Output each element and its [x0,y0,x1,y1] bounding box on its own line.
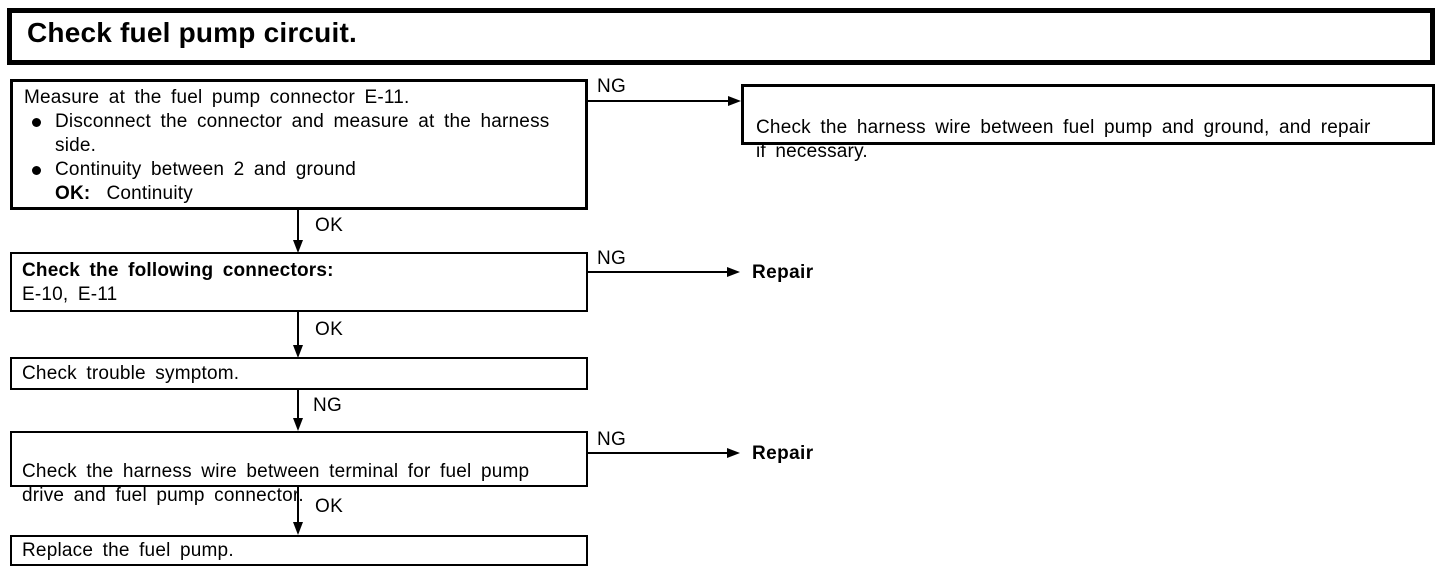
box-check-trouble-symptom: Check trouble symptom. [10,357,588,390]
step5-text: Replace the fuel pump. [22,540,234,561]
step1-bullet-2: Continuity between 2 and ground [55,159,357,180]
arrow-right-icon [727,448,740,458]
box-check-harness-fuel-pump-ground: Check the harness wire between fuel pump… [741,84,1435,162]
ng1-result-text: Check the harness wire between fuel pump… [756,117,1371,162]
step1-heading: Measure at the fuel pump connector E-11. [24,87,410,108]
repair-result-1: Repair [752,262,814,283]
box-replace-fuel-pump: Replace the fuel pump. [10,535,588,566]
edge-label-ng-2: NG [597,248,627,269]
repair-result-2: Repair [752,443,814,464]
connector-line [297,312,299,346]
box-check-harness-terminal-fuel-pump: Check the harness wire between terminal … [10,431,588,506]
step1-bullet-row-2: Continuity between 2 and ground [24,158,579,182]
page-title: Check fuel pump circuit. [27,17,357,48]
step1-ok-row: OK: Continuity [55,182,579,206]
arrow-right-icon [727,267,740,277]
connector-line [588,100,728,102]
box-check-following-connectors: Check the following connectors: E-10, E-… [10,252,588,312]
step3-text: Check trouble symptom. [22,363,240,384]
edge-label-ok-4: OK [315,496,344,517]
edge-label-ng-3: NG [313,395,343,416]
bullet-icon [32,166,41,175]
edge-label-ok-1: OK [315,215,344,236]
step2-heading: Check the following connectors: [22,260,334,281]
step4-text: Check the harness wire between terminal … [22,461,530,506]
arrow-down-icon [293,345,303,358]
edge-label-ng-1: NG [597,76,627,97]
title-box: Check fuel pump circuit. [7,8,1435,65]
connector-line [297,487,299,523]
connector-line [297,390,299,419]
step1-ok-value: Continuity [106,183,193,204]
step1-bullet-1: Disconnect the connector and measure at … [55,111,550,156]
connector-line [297,210,299,241]
edge-label-ok-2: OK [315,319,344,340]
arrow-down-icon [293,418,303,431]
step1-ok-key: OK: [55,183,91,204]
box-measure-fuel-pump-connector: Measure at the fuel pump connector E-11.… [10,79,588,210]
step2-connectors: E-10, E-11 [22,284,118,305]
step1-bullet-row-1: Disconnect the connector and measure at … [24,110,579,158]
connector-line [588,271,727,273]
arrow-down-icon [293,522,303,535]
edge-label-ng-4: NG [597,429,627,450]
arrow-down-icon [293,240,303,253]
bullet-icon [32,118,41,127]
arrow-right-icon [728,96,741,106]
connector-line [588,452,727,454]
